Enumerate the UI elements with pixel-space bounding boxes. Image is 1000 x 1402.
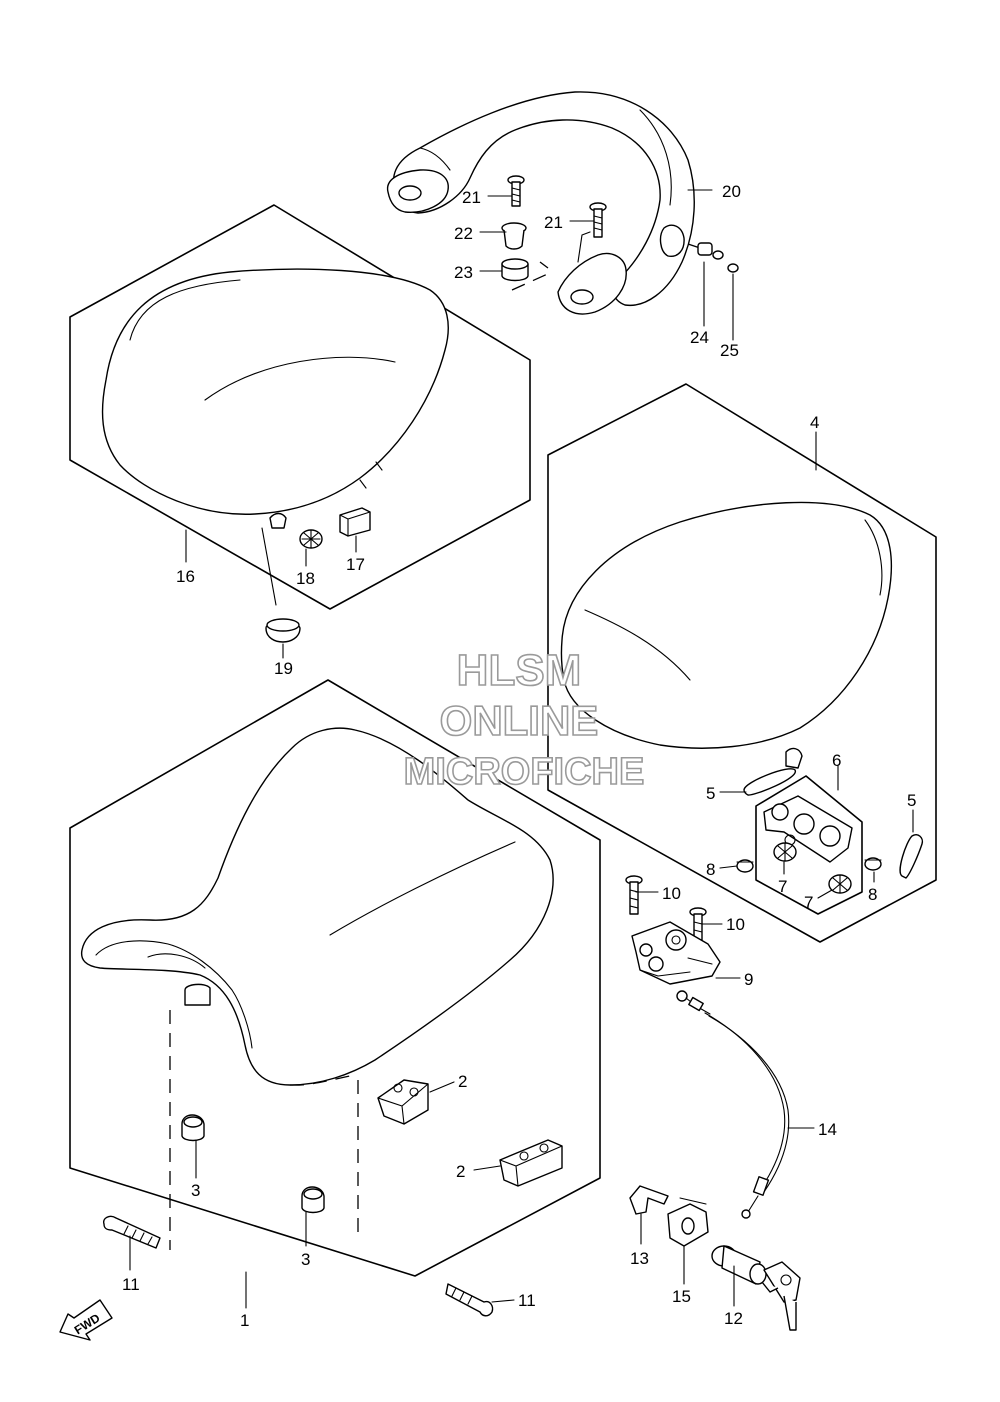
callout-10b: 10 <box>726 915 745 934</box>
watermark-line-3: MICROFICHE <box>404 751 645 793</box>
cushion-part-19[interactable] <box>265 618 301 643</box>
cushion-part-2b[interactable] <box>499 1139 563 1187</box>
cushion-part-3b[interactable] <box>301 1186 325 1214</box>
cushion-part-3a[interactable] <box>181 1114 205 1142</box>
callout-2a: 2 <box>458 1072 467 1091</box>
callout-21a: 21 <box>462 188 481 207</box>
callout-13: 13 <box>630 1249 649 1268</box>
callout-11a: 11 <box>122 1275 140 1294</box>
cable-part-14[interactable] <box>676 990 790 1219</box>
nut-part-18[interactable] <box>299 529 323 549</box>
forward-direction-arrow: FWD <box>59 1299 113 1341</box>
callout-22: 22 <box>454 224 473 243</box>
callout-1: 1 <box>240 1311 249 1330</box>
callout-5b: 5 <box>907 791 916 810</box>
washer-part-8b[interactable] <box>864 857 882 871</box>
callout-17: 17 <box>346 555 365 574</box>
callout-labels: 20 21 21 22 23 24 25 16 18 17 19 4 5 6 5… <box>122 182 916 1330</box>
screw-part-21a[interactable] <box>507 175 525 207</box>
callout-6: 6 <box>832 751 841 770</box>
bracket-box-part-6[interactable] <box>755 775 863 915</box>
callout-11b: 11 <box>518 1291 536 1310</box>
seat-lock-part-9[interactable] <box>631 921 721 985</box>
passenger-seat-part-4[interactable] <box>547 383 937 943</box>
clip-part-13[interactable] <box>629 1185 669 1215</box>
grommet-part-23[interactable] <box>501 258 529 282</box>
callout-24: 24 <box>690 328 709 347</box>
callout-20: 20 <box>722 182 741 201</box>
cushion-part-5a[interactable] <box>743 768 796 796</box>
callout-3a: 3 <box>191 1181 200 1200</box>
callout-5a: 5 <box>706 784 715 803</box>
leader-lines <box>129 189 914 1309</box>
callout-3b: 3 <box>301 1250 310 1269</box>
callout-2b: 2 <box>456 1162 465 1181</box>
damper-part-17[interactable] <box>339 507 371 537</box>
watermark: HLSM ONLINE MICROFICHE <box>403 645 645 794</box>
callout-10a: 10 <box>662 884 681 903</box>
pillion-seat-part-16[interactable] <box>69 204 531 610</box>
callout-19: 19 <box>274 659 293 678</box>
callout-21b: 21 <box>544 213 563 232</box>
callout-18: 18 <box>296 569 315 588</box>
bolt-part-11a[interactable] <box>103 1215 161 1249</box>
holder-part-15[interactable] <box>667 1197 709 1247</box>
watermark-line-1: HLSM <box>457 646 582 695</box>
bolt-part-10b[interactable] <box>689 907 707 945</box>
callout-9: 9 <box>744 970 753 989</box>
screw-part-21b[interactable] <box>589 202 607 238</box>
callout-25: 25 <box>720 341 739 360</box>
callout-4: 4 <box>810 413 819 432</box>
callout-8b: 8 <box>868 885 877 904</box>
watermark-line-2: ONLINE <box>440 697 599 744</box>
nut-part-25[interactable] <box>727 263 739 273</box>
callout-15: 15 <box>672 1287 691 1306</box>
callout-23: 23 <box>454 263 473 282</box>
nut-part-7b[interactable] <box>828 874 852 894</box>
callout-12: 12 <box>724 1309 743 1328</box>
key-lock-part-12[interactable] <box>711 1245 801 1331</box>
cushion-part-5b[interactable] <box>899 834 924 879</box>
callout-8a: 8 <box>706 860 715 879</box>
callout-7b: 7 <box>804 893 813 912</box>
grab-rail-part-20[interactable] <box>386 91 695 315</box>
callout-14: 14 <box>818 1120 837 1139</box>
washer-part-8a[interactable] <box>736 859 754 873</box>
rider-seat-part-1[interactable] <box>69 679 601 1277</box>
collar-part-22[interactable] <box>501 222 527 250</box>
bolt-part-11b[interactable] <box>445 1283 494 1317</box>
cushion-part-2a[interactable] <box>377 1079 429 1125</box>
callout-16: 16 <box>176 567 195 586</box>
bolt-part-24[interactable] <box>687 242 724 260</box>
callout-7a: 7 <box>778 877 787 896</box>
bolt-part-10a[interactable] <box>625 875 643 915</box>
nut-part-7a[interactable] <box>773 842 797 862</box>
